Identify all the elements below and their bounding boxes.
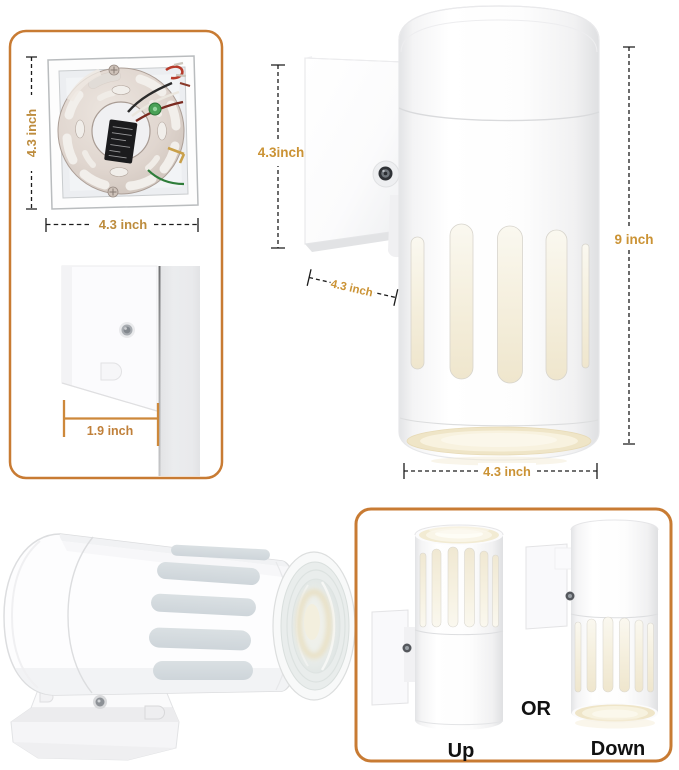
svg-text:9 inch: 9 inch — [614, 232, 653, 247]
svg-text:OR: OR — [521, 698, 552, 720]
svg-text:4.3 inch: 4.3 inch — [99, 217, 147, 232]
svg-text:Down: Down — [591, 738, 645, 760]
svg-text:1.9 inch: 1.9 inch — [87, 424, 134, 438]
svg-text:4.3 inch: 4.3 inch — [483, 464, 531, 479]
svg-text:Up: Up — [448, 740, 475, 762]
svg-text:4.3inch: 4.3inch — [258, 145, 305, 160]
svg-text:4.3 inch: 4.3 inch — [24, 109, 39, 157]
